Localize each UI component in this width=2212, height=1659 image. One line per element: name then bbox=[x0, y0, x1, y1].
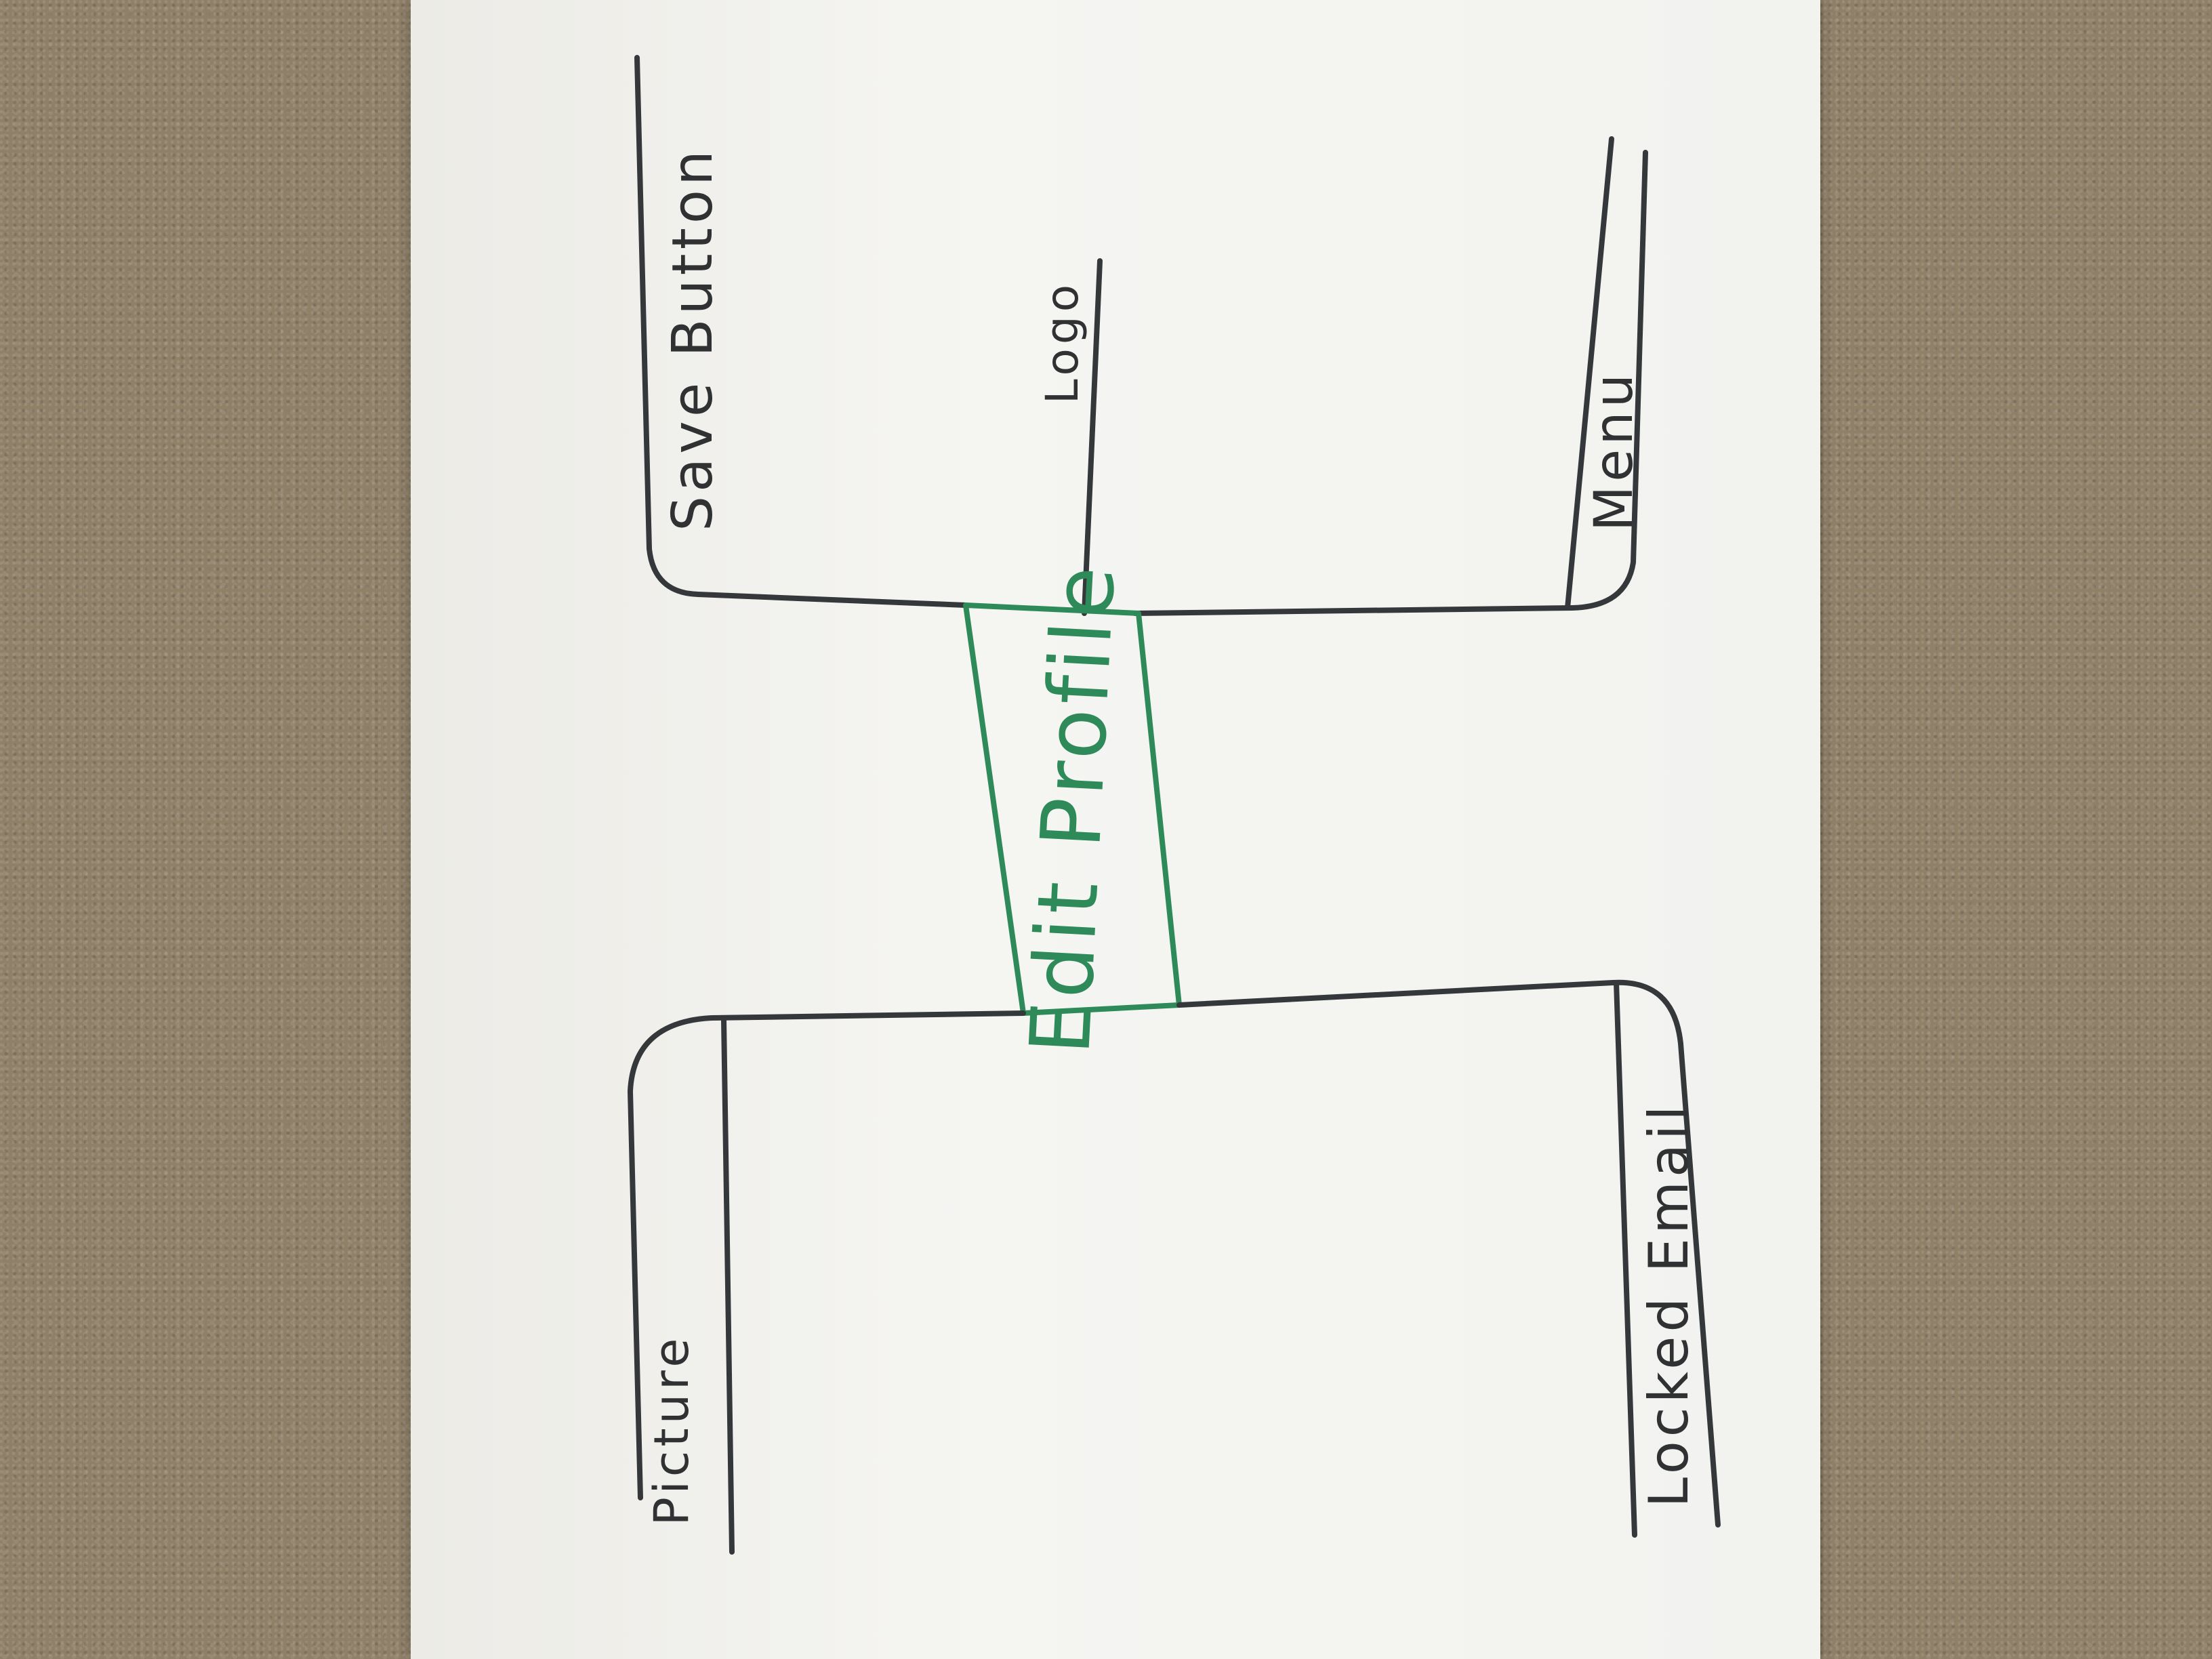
menu-divider-line bbox=[1565, 136, 1614, 611]
edit-profile-title: Edit Profile bbox=[1012, 560, 1134, 1057]
save-button-label: Save Button bbox=[661, 146, 725, 531]
paper-sheet bbox=[411, 0, 1820, 1659]
logo-divider-line bbox=[1082, 258, 1103, 616]
menu-label: Menu bbox=[1584, 370, 1645, 531]
picture-label: Picture bbox=[644, 1334, 699, 1526]
locked-email-divider-line bbox=[1614, 980, 1637, 1538]
top-screen-frame bbox=[634, 55, 1648, 616]
picture-divider-line bbox=[721, 1017, 735, 1555]
locked-email-label: Locked Email bbox=[1637, 1102, 1700, 1508]
bottom-screen-frame bbox=[628, 979, 1721, 1528]
logo-label: Logo bbox=[1036, 281, 1088, 404]
